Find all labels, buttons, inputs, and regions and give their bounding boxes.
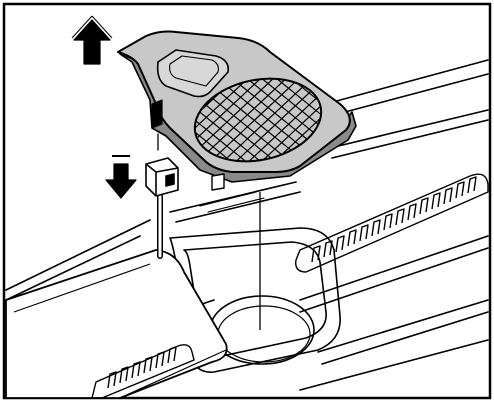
flap-body <box>5 249 228 399</box>
vent-left-slots <box>107 346 177 389</box>
electrical-connector <box>145 157 179 197</box>
vent-right-frame <box>295 173 489 273</box>
vent-left <box>91 344 195 399</box>
trim-flap <box>5 249 228 399</box>
cover-clip-bottom <box>211 173 225 191</box>
recess-inner <box>183 241 327 358</box>
panel-edge-left <box>5 219 151 291</box>
vent-right-slots <box>311 176 477 263</box>
up-arrow-icon <box>71 15 113 65</box>
cover-pocket <box>156 49 230 98</box>
cover-clip-left <box>151 99 163 129</box>
wire-harness <box>157 133 163 259</box>
vent-left-frame <box>91 344 195 399</box>
down-arrow-icon <box>105 155 137 199</box>
vent-right <box>295 173 489 273</box>
